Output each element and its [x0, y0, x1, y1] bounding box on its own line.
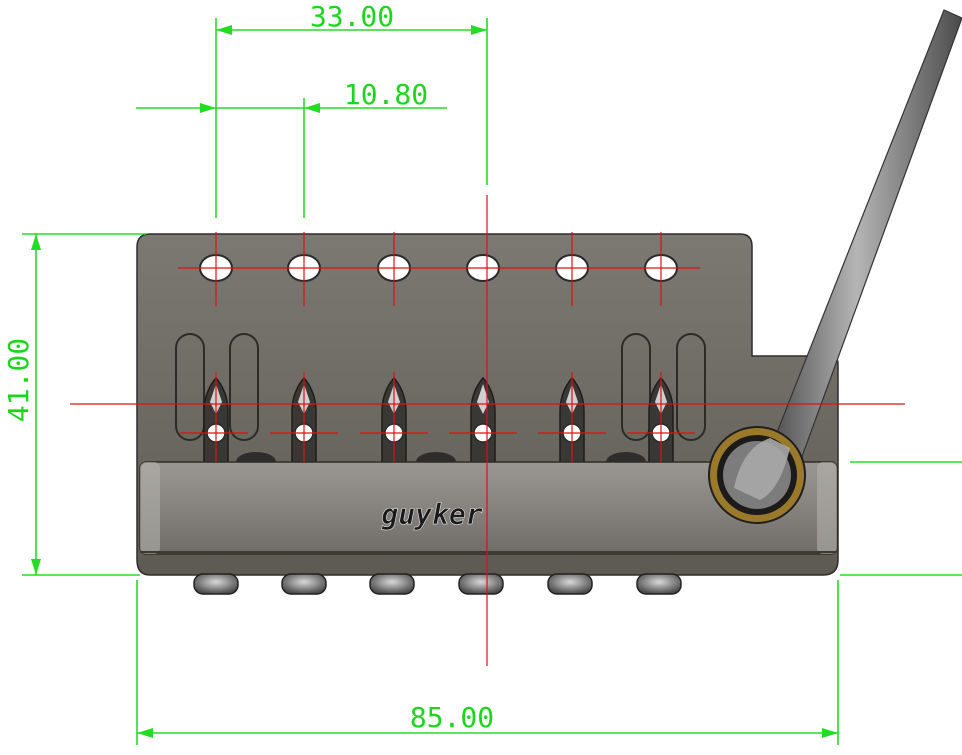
fine-tuner-screw — [636, 573, 682, 595]
saddle — [470, 376, 496, 463]
center-lines — [70, 195, 905, 666]
tremolo-arm — [708, 9, 962, 524]
fine-tuner-screw — [281, 573, 327, 595]
mounting-slot — [621, 333, 651, 441]
dimension-label-overall-width: 85.00 — [410, 701, 494, 734]
dimension-label-string-spacing: 10.80 — [344, 78, 428, 111]
mounting-slot — [175, 333, 205, 441]
mounting-slots — [175, 333, 706, 441]
dimension-lines — [22, 18, 962, 745]
fine-tuner-screw — [369, 573, 415, 595]
fine-tuner-screw — [193, 573, 239, 595]
fine-tuners — [193, 573, 682, 595]
dimension-label-top-width: 33.00 — [310, 0, 394, 33]
fine-tuner-screw — [547, 573, 593, 595]
mounting-slot — [229, 333, 259, 441]
mounting-slot — [676, 333, 706, 441]
fine-tuner-screw — [458, 573, 504, 595]
dimension-label-height: 41.00 — [2, 338, 35, 422]
brand-logo: guyker — [381, 498, 482, 531]
